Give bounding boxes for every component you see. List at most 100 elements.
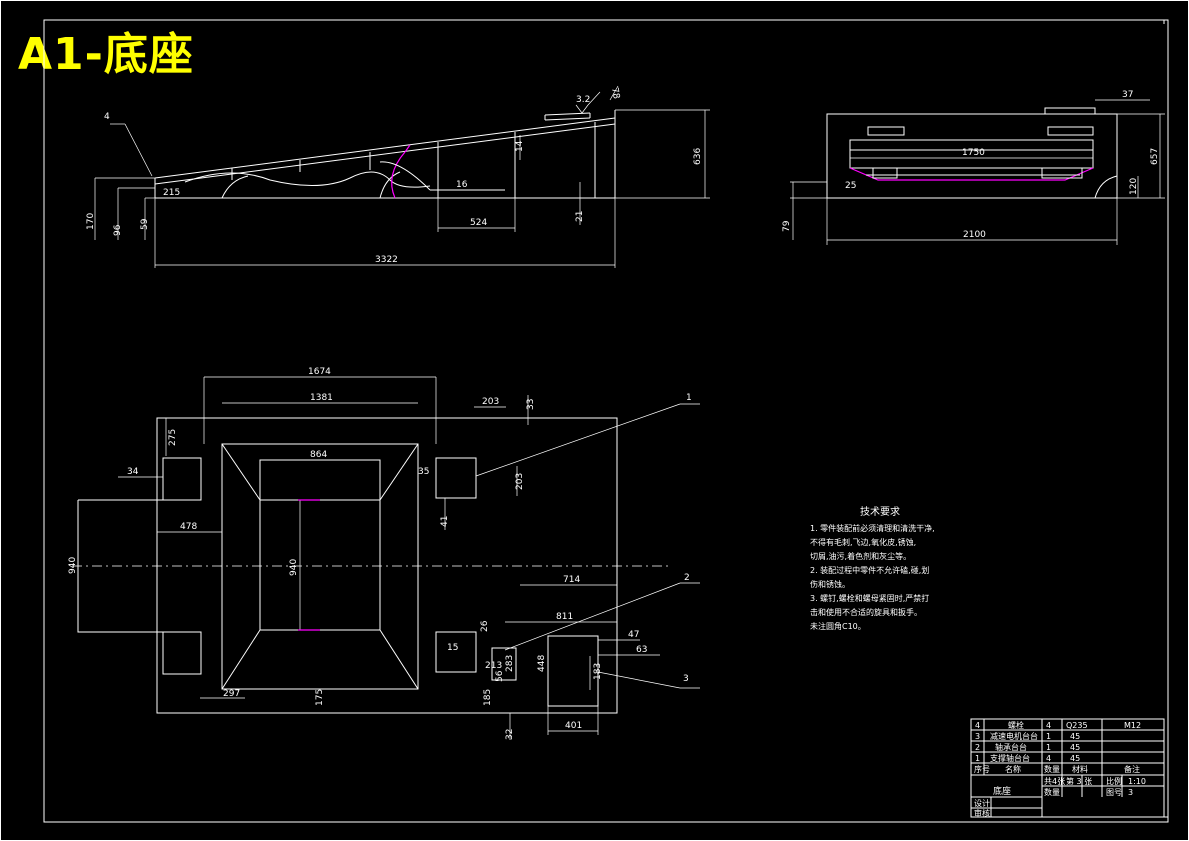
row-qty: 4 (1046, 721, 1051, 730)
note-line: 切屑,油污,着色剂和灰尘等。 (810, 552, 912, 561)
dim-215: 215 (163, 188, 180, 198)
header-note: 备注 (1124, 764, 1140, 774)
callout-1: 1 (686, 393, 692, 403)
dim-940: 940 (68, 557, 78, 574)
dim-78: 78 (609, 87, 621, 100)
dim-1674: 1674 (308, 367, 331, 377)
dim-21: 21 (575, 211, 585, 222)
dim-980: 940 (289, 559, 299, 576)
dim-185: 185 (483, 689, 493, 706)
row-name: 减速电机台台 (990, 731, 1038, 741)
dim-59: 59 (140, 218, 150, 230)
dim-16: 16 (456, 180, 468, 190)
row-qty: 1 (1046, 732, 1051, 741)
dim-448: 448 (537, 655, 547, 672)
dim-63: 63 (636, 645, 647, 655)
scale-value: 1:10 (1128, 777, 1146, 786)
header-no: 序号 (974, 764, 990, 774)
checker-label: 审核 (974, 808, 990, 818)
dim-170: 170 (86, 213, 96, 230)
notes-heading: 技术要求 (860, 507, 900, 518)
row-mat: Q235 (1066, 721, 1088, 730)
qty-label: 数量 (1044, 787, 1060, 797)
dim-2100: 2100 (963, 230, 986, 240)
note-line: 击和使用不合适的旋具和扳手。 (810, 608, 922, 617)
row-name: 支撑轴台台 (990, 753, 1030, 763)
technical-requirements: 技术要求 1. 零件装配前必须清理和清洗干净, 不得有毛刺,飞边,氧化皮,锈蚀,… (810, 506, 950, 634)
dim-120: 120 (1129, 178, 1139, 195)
part-label-4: 4 (104, 112, 110, 122)
dim-1750: 1750 (962, 148, 985, 158)
row-qty: 4 (1046, 754, 1051, 763)
sheet-info: 第 3 张 (1066, 776, 1092, 786)
row-no: 1 (975, 754, 980, 763)
header-name: 名称 (1005, 764, 1021, 774)
end-view: 2100 1750 657 120 37 25 79 (782, 90, 1165, 245)
row-mat: 45 (1070, 743, 1080, 752)
note-line: 2. 装配过程中零件不允许磕,碰,划 (810, 566, 930, 575)
header-mat: 材料 (1072, 764, 1088, 774)
row-note: M12 (1124, 721, 1141, 730)
dim-25: 25 (845, 181, 856, 191)
drawing-no-label: 图号 (1106, 788, 1122, 797)
plan-view: 940 1674 1381 864 203 33 275 34 35 203 4… (68, 367, 700, 740)
dim-3322: 3322 (375, 255, 398, 265)
dim-35: 35 (418, 467, 429, 477)
note-line: 伤和锈蚀。 (810, 580, 850, 589)
row-no: 2 (975, 743, 980, 752)
dim-636: 636 (693, 148, 703, 165)
dim-283: 283 (505, 655, 515, 672)
dim-811: 811 (556, 612, 573, 622)
dim-524: 524 (470, 218, 487, 228)
dim-37: 37 (1122, 90, 1133, 100)
dim-864: 864 (310, 450, 327, 460)
dim-56: 56 (495, 670, 505, 682)
dim-47: 47 (628, 630, 639, 640)
dim-32: 32 (505, 729, 515, 740)
dim-96: 96 (113, 224, 123, 236)
row-no: 4 (975, 721, 980, 730)
row-qty: 1 (1046, 743, 1051, 752)
note-line: 1. 零件装配前必须清理和清洗干净, (810, 524, 935, 533)
row-mat: 45 (1070, 754, 1080, 763)
dim-213: 213 (485, 661, 502, 671)
row-name: 轴承台台 (995, 742, 1027, 752)
title-block: 4 螺栓 4 Q235 M12 3 减速电机台台 1 45 2 轴承台台 1 4… (970, 718, 1165, 818)
dim-34: 34 (127, 467, 139, 477)
dim-33: 33 (526, 399, 536, 410)
dim-657: 657 (1150, 148, 1160, 165)
note-line: 3. 螺钉,螺栓和螺母紧固时,严禁打 (810, 594, 930, 603)
dim-714: 714 (563, 575, 580, 585)
callout-3: 3 (683, 674, 689, 684)
row-mat: 45 (1070, 732, 1080, 741)
dim-15: 15 (447, 643, 458, 653)
dim-203-top: 203 (482, 397, 499, 407)
row-name: 螺栓 (1008, 720, 1024, 730)
dim-3.2: 3.2 (576, 95, 590, 105)
drawing-no: 3 (1128, 788, 1133, 797)
dim-203-side: 203 (515, 473, 525, 490)
dim-79: 79 (782, 220, 792, 232)
dim-41: 41 (440, 516, 450, 527)
dim-401: 401 (565, 721, 582, 731)
dim-26: 26 (480, 620, 490, 632)
designer-label: 设计 (974, 798, 990, 808)
dim-297: 297 (223, 689, 240, 699)
dim-1381: 1381 (310, 393, 333, 403)
inner-border (43, 19, 1169, 823)
drawing-title: A1-底座 (18, 29, 194, 80)
dim-275: 275 (168, 429, 178, 446)
note-line: 未注圆角C10。 (810, 622, 866, 631)
side-view: 3322 524 636 170 96 59 215 16 21 14 3.2 … (86, 85, 710, 268)
drawing-name: 底座 (993, 785, 1011, 797)
row-no: 3 (975, 732, 980, 741)
dim-183: 183 (593, 663, 603, 680)
callout-2: 2 (684, 573, 690, 583)
dim-175: 175 (315, 689, 325, 706)
note-line: 不得有毛刺,飞边,氧化皮,锈蚀, (810, 538, 917, 547)
dim-14: 14 (515, 140, 525, 152)
header-qty: 数量 (1044, 764, 1060, 774)
dim-478: 478 (180, 522, 197, 532)
scale-label: 比例 (1106, 776, 1122, 786)
